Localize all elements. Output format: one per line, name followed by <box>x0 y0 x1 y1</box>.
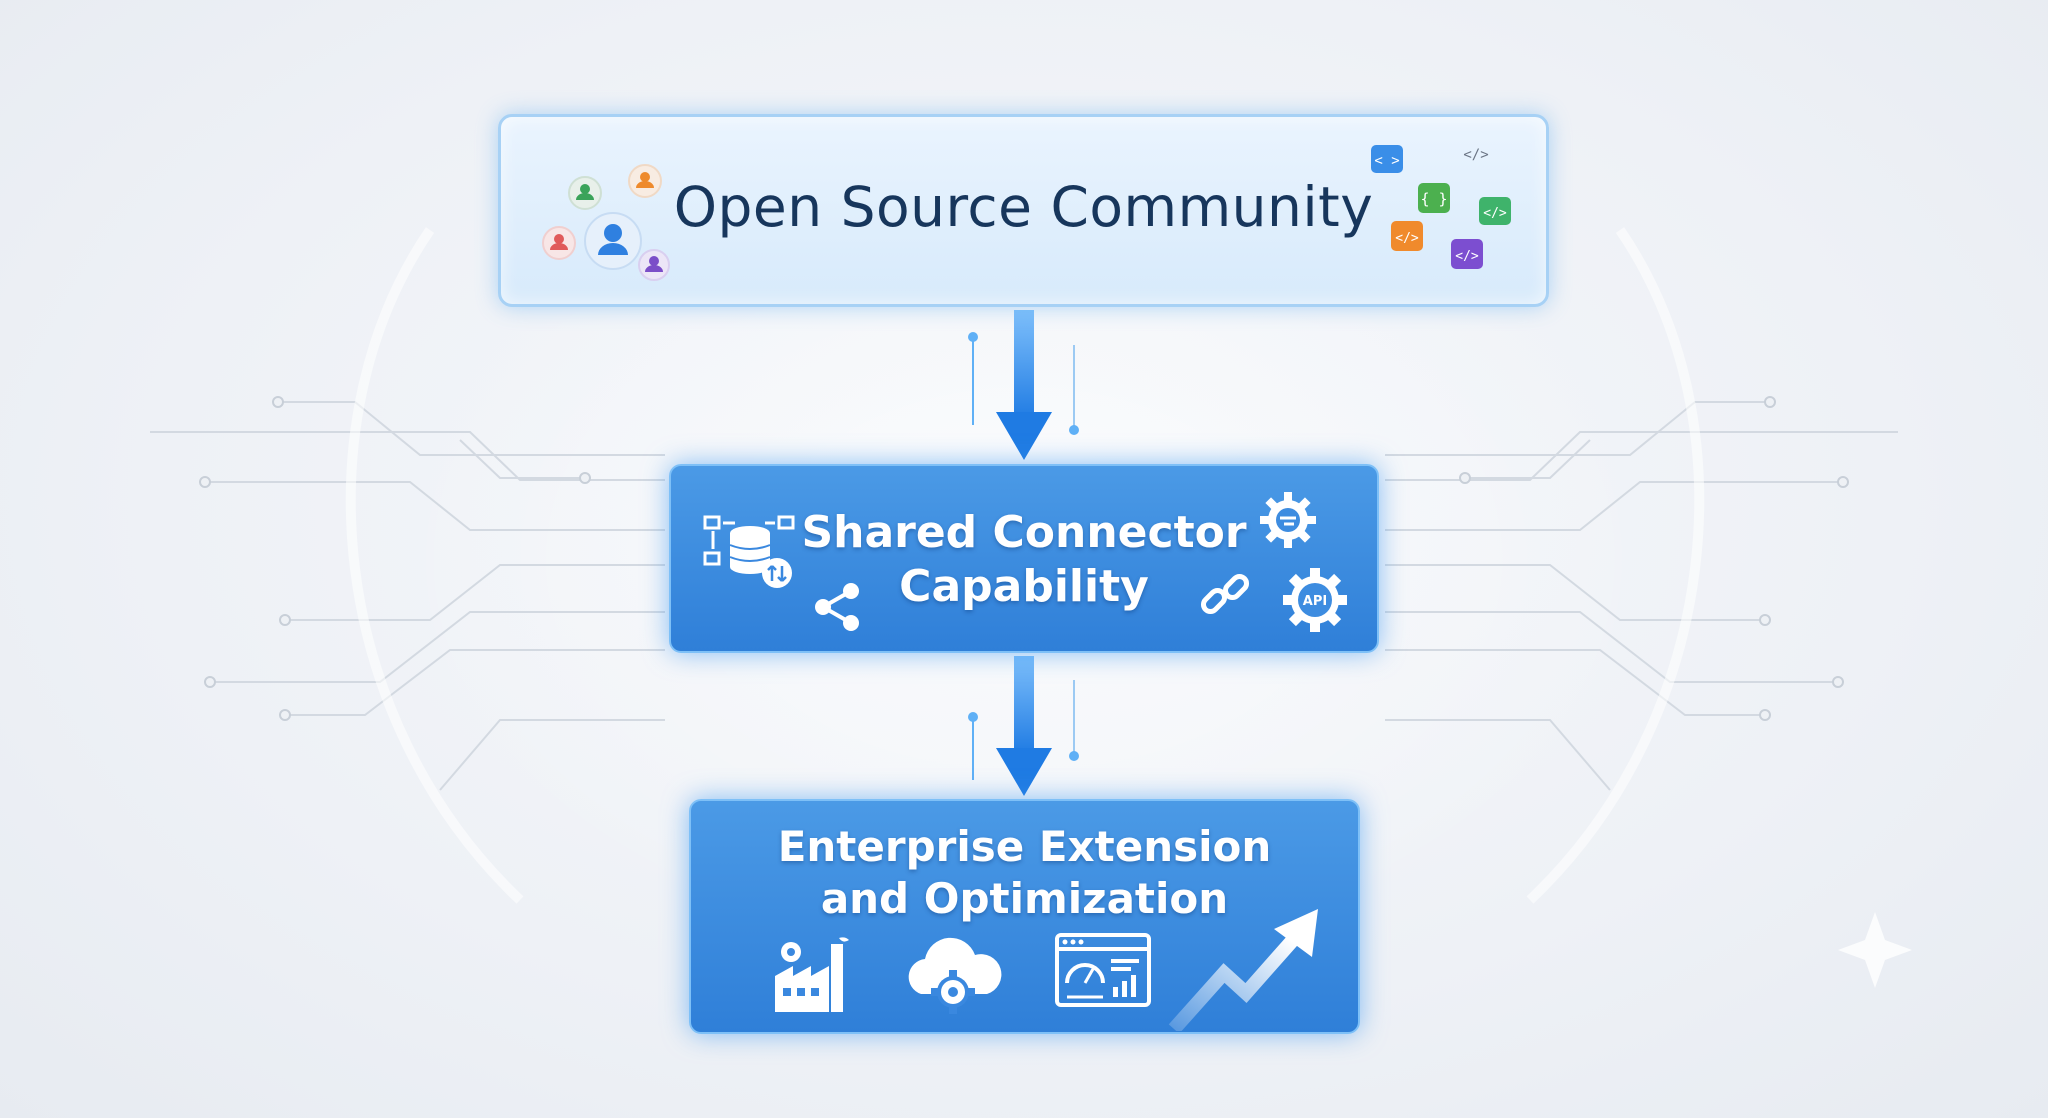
flow-arrow-1 <box>968 310 1079 460</box>
svg-text:</>: </> <box>1483 206 1507 221</box>
api-label: API <box>1303 594 1327 609</box>
svg-text:</>: </> <box>1463 147 1488 163</box>
node-label: Shared Connector Capability <box>801 507 1247 612</box>
svg-text:{ }: { } <box>1420 190 1447 208</box>
node-open-source-community: Open Source Community < > { } </> </> </… <box>498 114 1549 307</box>
gear-icon <box>1260 492 1316 548</box>
database-sync-icon <box>703 515 795 588</box>
factory-icon <box>775 937 849 1012</box>
node-enterprise-extension-optimization: Enterprise Extension and Optimization <box>689 799 1360 1034</box>
api-gear-icon: API <box>1283 568 1347 632</box>
node-label: Enterprise Extension and Optimization <box>777 822 1272 923</box>
svg-text:</>: </> <box>1455 249 1479 264</box>
svg-text:< >: < > <box>1374 153 1399 169</box>
node-label: Open Source Community <box>673 175 1374 239</box>
node-shared-connector-capability: Shared Connector Capability <box>669 464 1379 653</box>
users-group-icon <box>542 164 670 281</box>
svg-text:</>: </> <box>1395 231 1419 246</box>
dashboard-window-icon <box>1055 933 1151 1007</box>
flow-arrow-2 <box>968 656 1079 796</box>
trend-up-arrow-icon <box>1168 909 1318 1031</box>
link-icon <box>1200 573 1250 615</box>
share-icon <box>815 583 859 631</box>
code-brackets-icon: < > { } </> </> </> </> <box>1371 145 1511 269</box>
cloud-gear-icon <box>908 937 1002 1014</box>
